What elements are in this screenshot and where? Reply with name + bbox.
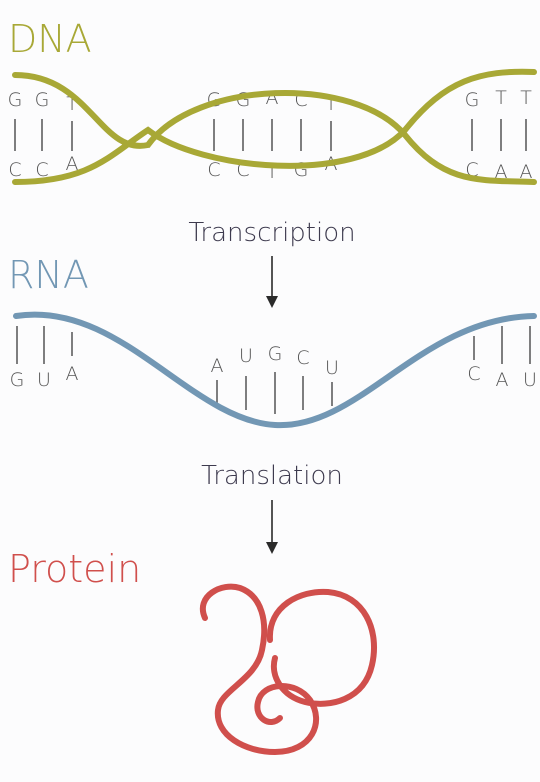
dna-bases: G G T C C A G G A C T C C T G A G T T C … [8, 87, 533, 183]
protein-chain-loop [199, 583, 320, 755]
dna-base: G [294, 159, 309, 181]
dna-base: G [8, 89, 23, 111]
dna-base: T [495, 87, 507, 109]
dna-strand-2 [12, 68, 537, 185]
transcription-label: Transcription [188, 218, 355, 248]
dna-base: C [207, 159, 220, 181]
dna-base: G [465, 89, 480, 111]
dna-base: A [495, 161, 508, 183]
rna-base: U [523, 369, 537, 391]
rna-base: U [325, 357, 339, 379]
protein-section: Protein [8, 547, 378, 755]
rna-base: G [268, 343, 283, 365]
rna-base: A [211, 355, 224, 377]
rna-title: RNA [8, 253, 89, 297]
translation-arrow-head [266, 542, 278, 554]
dna-base: G [35, 89, 50, 111]
rna-base: A [66, 363, 79, 385]
rna-bases: G U A A U G C U C A U [10, 343, 537, 391]
protein-chain-coil [266, 588, 378, 707]
dna-base: C [8, 159, 21, 181]
transcription-step: Transcription [188, 218, 356, 308]
rna-base: U [239, 345, 253, 367]
rna-base: C [296, 347, 309, 369]
translation-label: Translation [201, 461, 343, 491]
transcription-arrow-head [266, 296, 278, 308]
rna-base: U [37, 369, 51, 391]
translation-step: Translation [201, 461, 343, 554]
rna-base: A [496, 369, 509, 391]
dna-base: A [520, 161, 533, 183]
dna-section: DNA G G T C C A G G A C T C [8, 17, 537, 185]
dna-base: T [520, 87, 532, 109]
dna-strand-1 [12, 72, 537, 185]
rna-strand [13, 311, 537, 429]
dna-double-helix [12, 68, 537, 185]
rna-base-lines [16, 326, 531, 414]
dna-base: A [66, 153, 79, 175]
dna-title: DNA [8, 17, 92, 61]
rna-base: C [467, 363, 480, 385]
dna-base: C [35, 159, 48, 181]
rna-base: G [10, 369, 25, 391]
protein-title: Protein [8, 547, 141, 591]
rna-section: RNA G U A A U G C U C A U [8, 253, 537, 429]
dna-base-pair-lines [14, 119, 527, 151]
